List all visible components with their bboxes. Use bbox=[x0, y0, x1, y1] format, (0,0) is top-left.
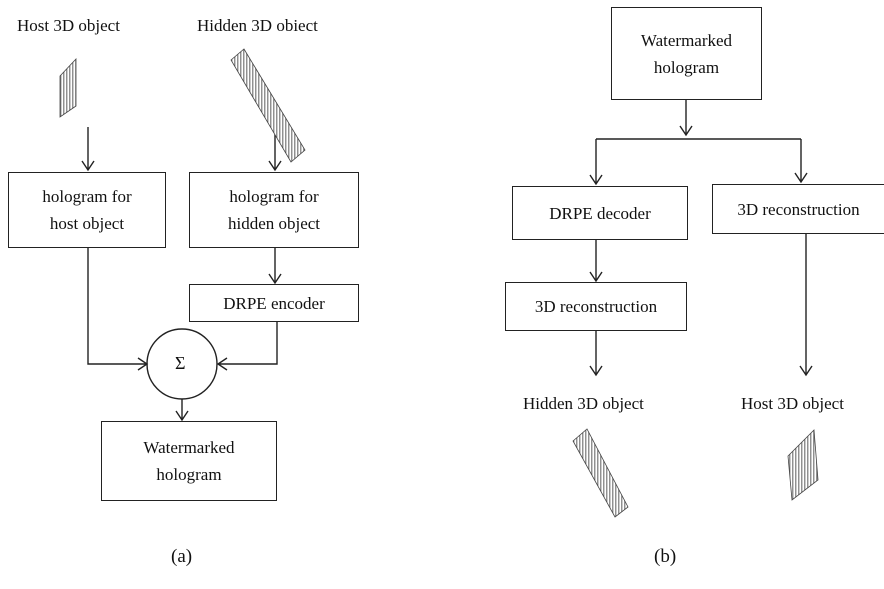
sum-symbol: Σ bbox=[175, 353, 186, 373]
host-object-output-label: Host 3D object bbox=[741, 394, 844, 413]
arrow-sum-to-watermarked bbox=[175, 399, 189, 422]
arrow-host-object-to-host-hologram bbox=[81, 127, 95, 172]
arrow-recon-left-to-hidden bbox=[589, 331, 603, 377]
host-hologram-line1: hologram for bbox=[42, 187, 132, 206]
arrow-watermarked-to-split bbox=[679, 100, 693, 137]
hidden-hologram-line1: hologram for bbox=[229, 187, 319, 206]
arrow-recon-right-to-host bbox=[799, 234, 813, 377]
arrow-hidden-hologram-to-encoder bbox=[268, 248, 282, 285]
reconstruction-right-box: 3D reconstruction bbox=[712, 184, 884, 234]
watermarked-output-line1: Watermarked bbox=[143, 438, 235, 457]
watermarked-output-line2: hologram bbox=[156, 465, 222, 484]
caption-b: (b) bbox=[654, 546, 677, 567]
arrow-decoder-to-recon-left bbox=[589, 240, 603, 283]
host-hologram-box: hologram for host object bbox=[8, 172, 166, 248]
host-object-output-icon bbox=[787, 429, 819, 501]
host-object-label: Host 3D object bbox=[17, 16, 120, 35]
watermarked-input-line2: hologram bbox=[653, 57, 720, 77]
drpe-decoder-label: DRPE decoder bbox=[549, 203, 651, 223]
watermarked-input-line1: Watermarked bbox=[640, 30, 733, 50]
host-hologram-line2: host object bbox=[49, 214, 125, 233]
hidden-object-output-label: Hidden 3D object bbox=[523, 394, 644, 413]
drpe-encoder-label: DRPE encoder bbox=[223, 293, 325, 313]
hidden-hologram-line2: hidden object bbox=[227, 214, 321, 233]
hidden-object-output-icon bbox=[572, 428, 629, 518]
drpe-encoder-box: DRPE encoder bbox=[189, 284, 359, 322]
arrow-split-to-recon-right bbox=[794, 139, 808, 184]
hidden-object-label: Hidden 3D obiect bbox=[197, 16, 318, 35]
hidden-object-icon bbox=[230, 48, 306, 163]
reconstruction-left-label: 3D reconstruction bbox=[534, 297, 658, 316]
caption-a: (a) bbox=[171, 546, 193, 567]
watermarked-hologram-input-box: Watermarked hologram bbox=[611, 7, 762, 100]
drpe-decoder-box: DRPE decoder bbox=[512, 186, 688, 240]
watermarked-hologram-output-box: Watermarked hologram bbox=[101, 421, 277, 501]
host-object-icon bbox=[59, 57, 77, 118]
arrow-encoder-to-sum bbox=[216, 322, 278, 371]
arrow-host-hologram-to-sum bbox=[87, 248, 149, 371]
hidden-hologram-box: hologram for hidden object bbox=[189, 172, 359, 248]
arrow-split-to-decoder bbox=[589, 139, 603, 186]
reconstruction-right-label: 3D reconstruction bbox=[737, 199, 860, 219]
reconstruction-left-box: 3D reconstruction bbox=[505, 282, 687, 331]
